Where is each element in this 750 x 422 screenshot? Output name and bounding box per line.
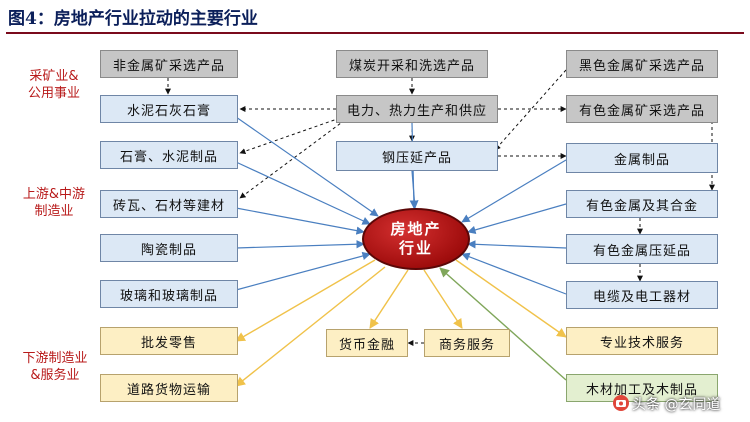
title-rule	[6, 32, 744, 34]
yellow-arrows	[235, 259, 567, 387]
box-steel-rolling: 钢压延产品	[336, 141, 498, 171]
box-business-services: 商务服务	[424, 329, 510, 357]
box-road-freight: 道路货物运输	[100, 374, 238, 402]
arrow-hub-to-freight	[235, 266, 386, 387]
box-wholesale-retail: 批发零售	[100, 327, 238, 355]
arrow-hub-to-wholesale	[235, 259, 376, 342]
arrow-cement-to-hub	[235, 116, 379, 217]
hub-line-1: 房地产	[390, 220, 442, 238]
arrow-rolling-to-hub	[467, 240, 567, 249]
arrow-brick-to-hub	[235, 207, 365, 235]
box-nonferrous-alloy: 有色金属及其合金	[566, 190, 718, 218]
box-glass: 玻璃和玻璃制品	[100, 280, 238, 308]
box-gypsum-cement-products: 石膏、水泥制品	[100, 141, 238, 169]
dashed-arrow-power-to-brick	[239, 119, 346, 199]
arrow-metal-to-hub	[461, 159, 567, 223]
arrow-alloy-to-hub	[467, 203, 567, 234]
box-professional-services: 专业技术服务	[566, 327, 718, 355]
arrow-glass-to-hub	[235, 251, 371, 291]
box-metal-products: 金属制品	[566, 143, 718, 173]
box-non-metal-mining: 非金属矿采选产品	[100, 50, 238, 78]
box-brick-stone: 砖瓦、石材等建材	[100, 190, 238, 218]
camera-icon	[613, 395, 629, 411]
green-arrows	[439, 267, 567, 381]
group-label-mining: 采矿业&公用事业	[27, 69, 80, 101]
box-ceramics: 陶瓷制品	[100, 234, 238, 262]
box-power-heat: 电力、热力生产和供应	[336, 95, 498, 123]
arrow-steel-to-hub	[410, 170, 419, 209]
box-cement-lime-gypsum: 水泥石灰石膏	[100, 95, 238, 123]
box-wood-products: 木材加工及木制品	[566, 374, 718, 402]
dashed-arrow-ferrous-to-steel	[494, 69, 567, 151]
box-coal-mining: 煤炭开采和洗选产品	[336, 50, 488, 78]
arrow-gypsum-to-hub	[235, 161, 371, 225]
hub-line-2: 行业	[398, 239, 433, 257]
arrow-hub-to-professional	[455, 259, 567, 338]
box-ferrous-mining: 黑色金属矿采选产品	[566, 50, 718, 78]
arrow-hub-to-business	[423, 269, 463, 329]
box-finance: 货币金融	[326, 329, 408, 357]
arrow-wood-to-hub	[439, 267, 567, 381]
box-nonferrous-mining: 有色金属矿采选产品	[566, 95, 718, 123]
box-nonferrous-rolling: 有色金属压延品	[566, 234, 718, 264]
arrow-cable-to-hub	[461, 252, 567, 295]
watermark-text: 头条 @玄同道	[632, 397, 721, 413]
arrow-ceramics-to-hub	[235, 240, 365, 249]
figure-title: 图4：房地产行业拉动的主要行业	[8, 9, 258, 29]
hub-real-estate: 房地产 行业	[362, 208, 470, 270]
dashed-arrow-power-to-gypsum	[239, 117, 341, 155]
group-label-upstream: 上游&中游制造业	[22, 187, 86, 219]
group-label-downstream: 下游制造业&服务业	[22, 351, 88, 383]
arrow-hub-to-finance	[369, 269, 409, 329]
box-cable-electrical: 电缆及电工器材	[566, 281, 718, 309]
